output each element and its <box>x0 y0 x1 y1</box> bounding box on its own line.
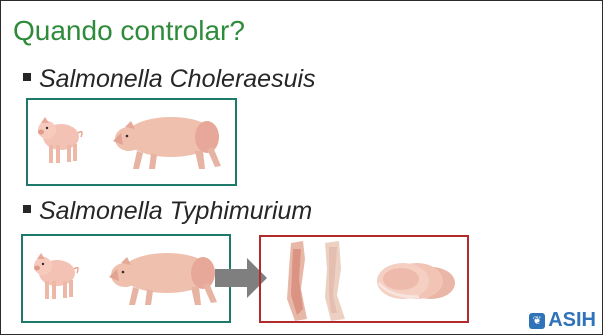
bullet-square-icon <box>23 205 31 213</box>
bullet-typhimurium: Salmonella Typhimurium <box>23 197 312 226</box>
bullet-text-choleraesuis: Salmonella Choleraesuis <box>39 65 316 93</box>
pork-carcass-icon <box>281 239 361 323</box>
adult-pig-icon <box>105 247 223 309</box>
asih-logo: ❦ ASIH <box>529 309 596 332</box>
pork-slices-icon <box>373 257 457 305</box>
slide-title: Quando controlar? <box>13 15 245 47</box>
asih-logo-text: ASIH <box>548 309 596 332</box>
asih-logo-icon: ❦ <box>529 313 545 329</box>
piglet-icon <box>33 251 81 303</box>
bullet-choleraesuis: Salmonella Choleraesuis <box>23 65 316 94</box>
adult-pig-icon <box>109 111 227 173</box>
bullet-text-typhimurium: Salmonella Typhimurium <box>39 197 312 225</box>
bullet-square-icon <box>23 73 31 81</box>
piglet-icon <box>37 115 85 167</box>
